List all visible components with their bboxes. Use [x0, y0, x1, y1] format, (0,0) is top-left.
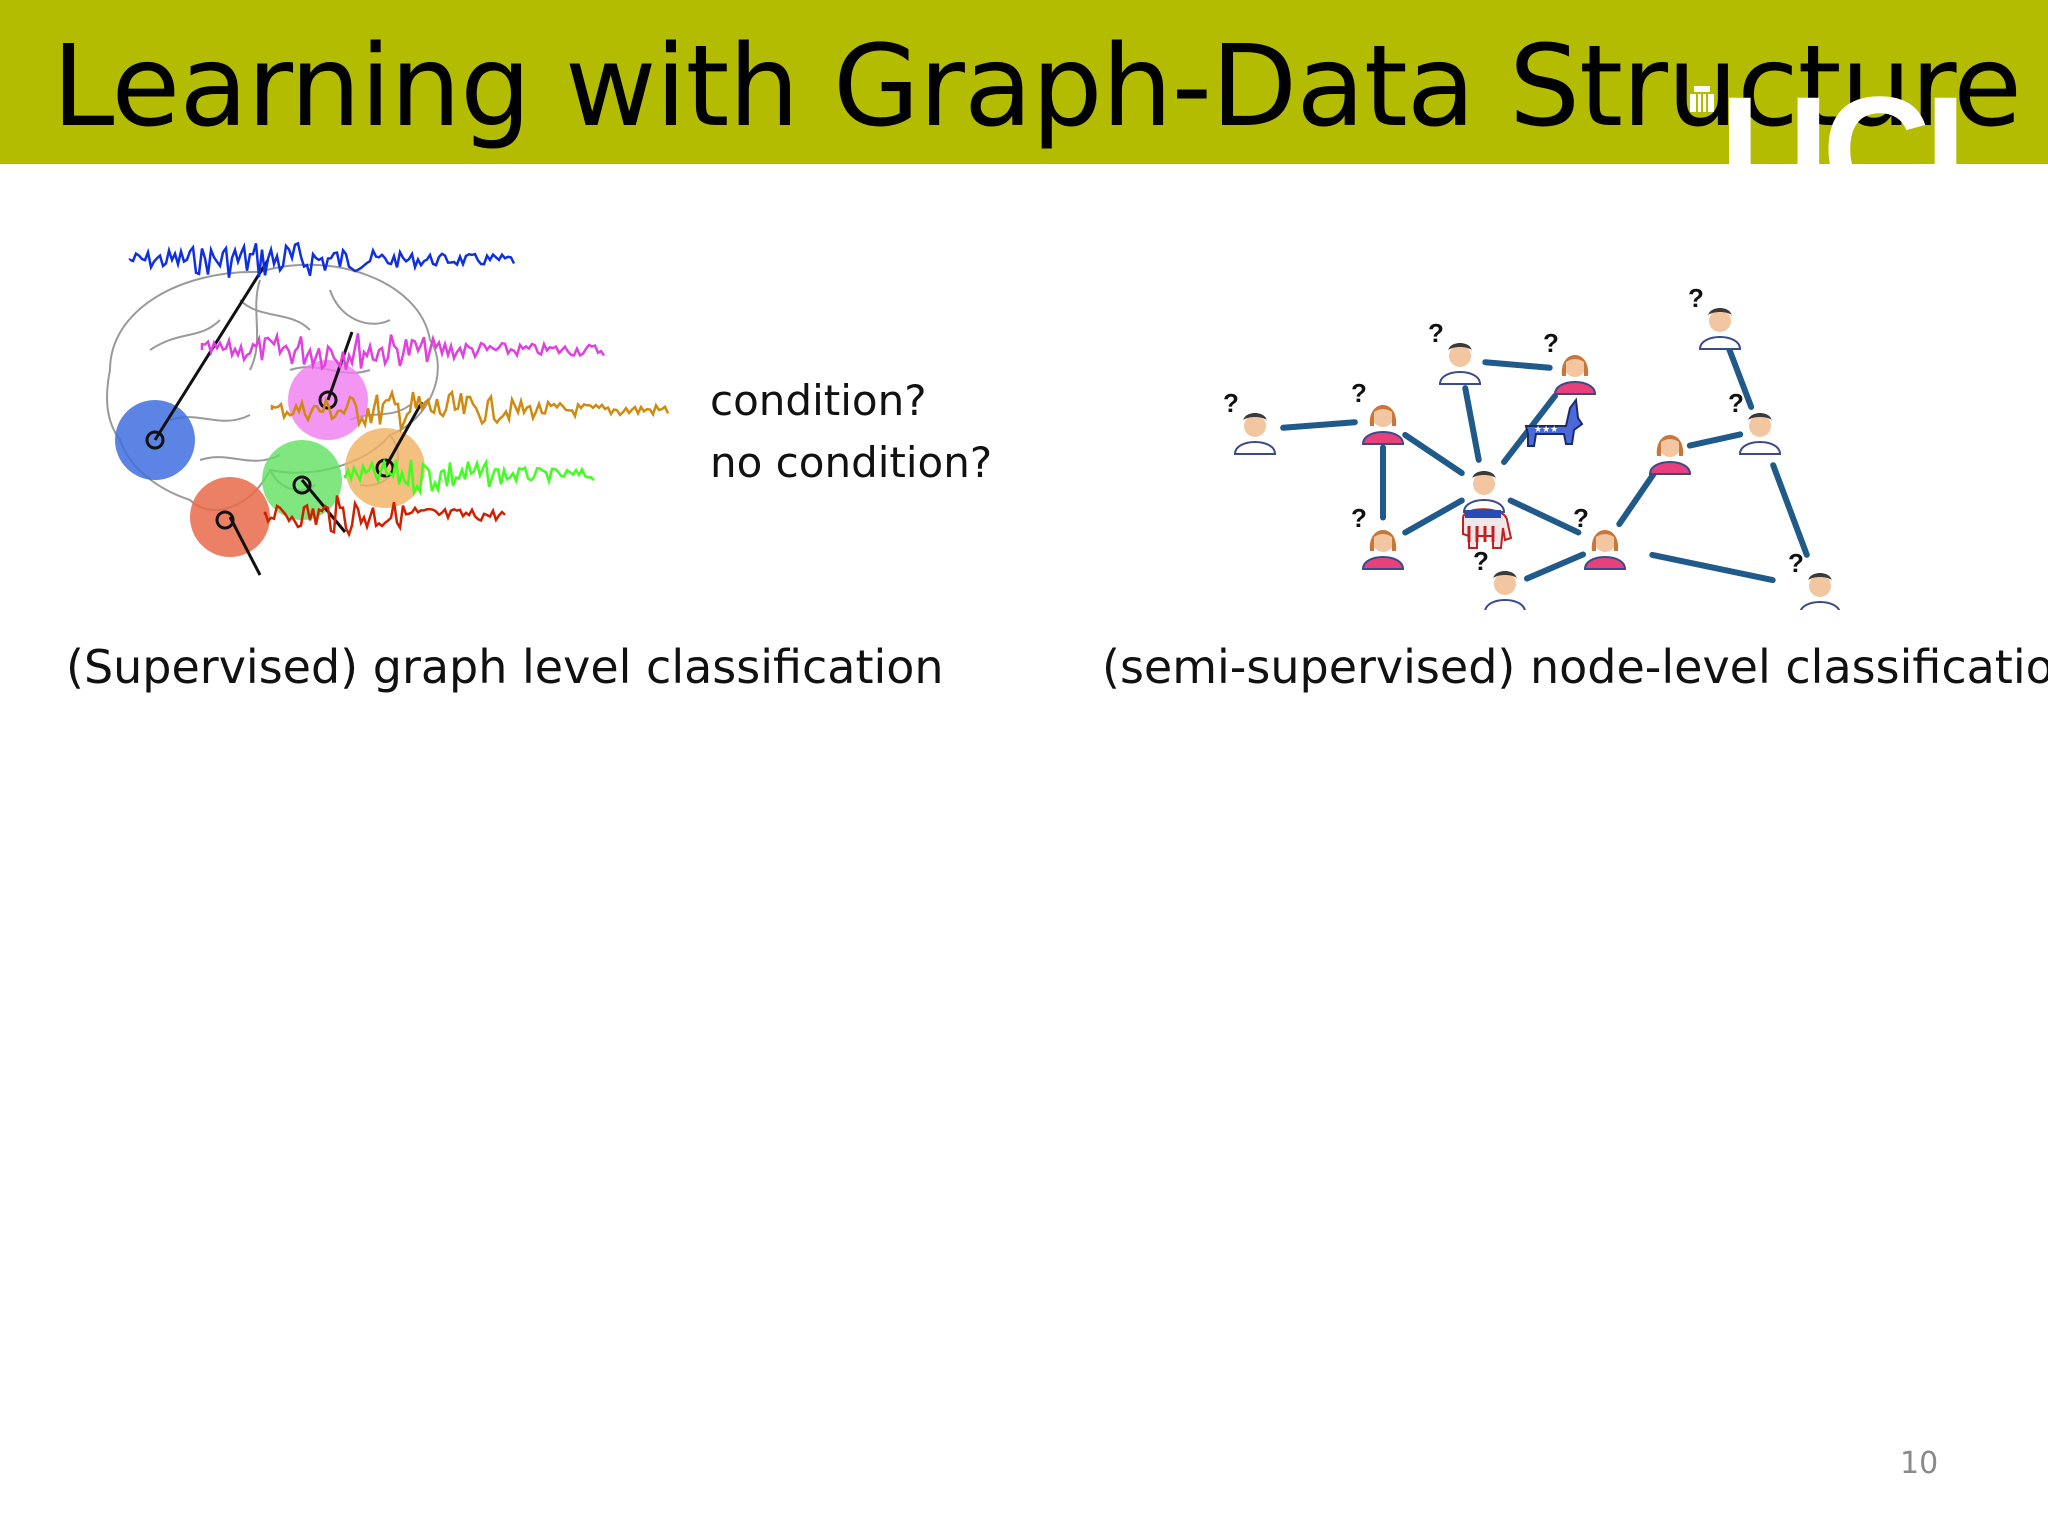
condition-question: condition? — [710, 376, 927, 425]
no-condition-question: no condition? — [710, 438, 993, 487]
unknown-label: ? — [1543, 328, 1559, 358]
man-icon — [1800, 573, 1840, 610]
woman-icon — [1361, 530, 1405, 570]
graph-edge — [1280, 419, 1358, 431]
man-icon — [1462, 471, 1506, 513]
svg-text:★★★: ★★★ — [1534, 425, 1558, 435]
man-icon — [1738, 413, 1782, 455]
ucl-logo: UCL — [1720, 65, 2016, 164]
node-level-caption: (semi-supervised) node-level classificat… — [1102, 640, 2048, 694]
slide-header: Learning with Graph-Data Structure UCL — [0, 0, 2048, 164]
ucl-portico-icon — [1690, 86, 1714, 112]
graph-edge — [1524, 551, 1586, 582]
donkey-icon: ★★★ — [1524, 397, 1584, 447]
unknown-label: ? — [1351, 503, 1367, 533]
unknown-label: ? — [1428, 318, 1444, 348]
signal-trace — [270, 388, 670, 434]
graph-edge — [1402, 431, 1465, 477]
unknown-label: ? — [1473, 546, 1489, 576]
signal-trace — [343, 457, 595, 498]
brain-signals-figure — [106, 241, 670, 576]
woman-icon — [1553, 355, 1597, 395]
woman-icon — [1361, 405, 1405, 445]
woman-icon — [1583, 530, 1627, 570]
graph-edge — [1507, 497, 1582, 536]
signal-trace — [200, 330, 606, 371]
graph-level-caption: (Supervised) graph level classification — [66, 640, 944, 694]
page-number: 10 — [1900, 1446, 1939, 1481]
graph-edge — [1649, 551, 1776, 584]
social-graph-figure: ?????? ★★★???? — [1223, 283, 1840, 610]
graph-edge — [1462, 385, 1482, 463]
unknown-label: ? — [1728, 388, 1744, 418]
elephant-icon — [1462, 508, 1513, 549]
graph-edge — [1616, 467, 1659, 528]
unknown-label: ? — [1351, 378, 1367, 408]
graph-edge — [1770, 462, 1810, 558]
graph-edge — [1402, 497, 1465, 536]
man-icon — [1698, 308, 1742, 350]
graph-edge — [1686, 431, 1744, 449]
man-icon — [1233, 413, 1277, 455]
unknown-label: ? — [1688, 283, 1704, 313]
man-icon — [1438, 343, 1482, 385]
unknown-label: ? — [1223, 388, 1239, 418]
slide-title: Learning with Graph-Data Structure — [52, 22, 2022, 152]
man-icon — [1484, 571, 1526, 610]
signal-trace — [263, 495, 506, 538]
signal-trace — [128, 241, 516, 278]
graph-edge — [1725, 345, 1755, 410]
unknown-label: ? — [1573, 503, 1589, 533]
graph-edge — [1482, 359, 1553, 371]
woman-icon — [1648, 435, 1692, 475]
unknown-label: ? — [1788, 548, 1804, 578]
